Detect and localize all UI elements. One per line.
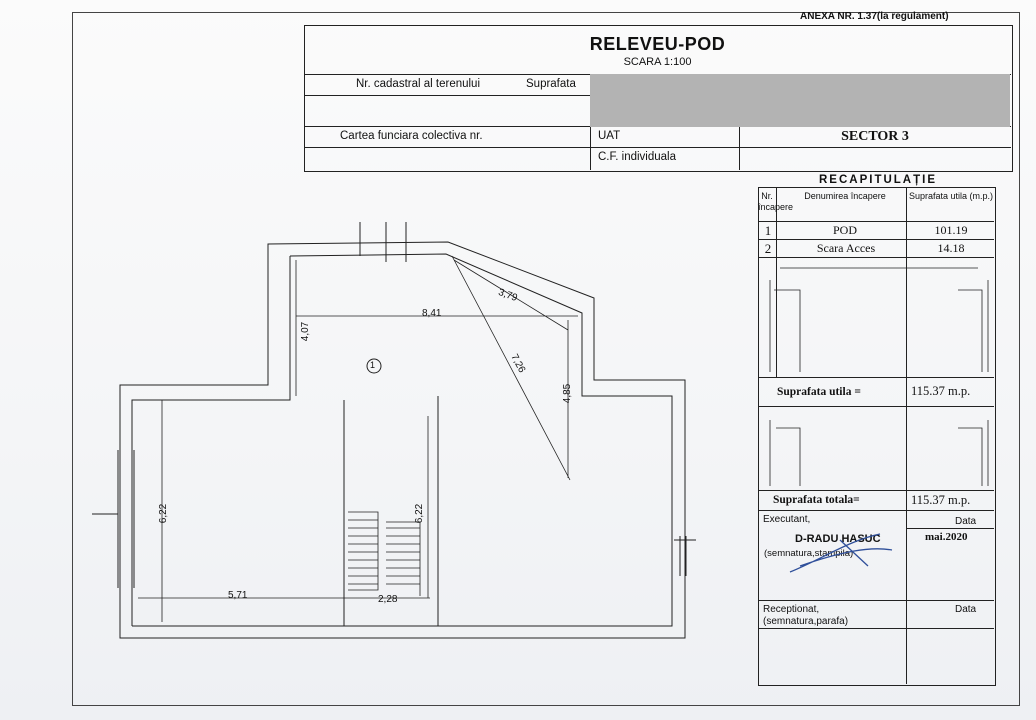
recap-table	[758, 187, 996, 686]
stairs	[348, 511, 421, 596]
receptionat-date-label: Data	[955, 604, 977, 615]
dim-label: 5,71	[228, 590, 248, 601]
recap-row-nr: 1	[764, 223, 772, 238]
executant-sign-sub: (semnatura,stampila)	[764, 548, 854, 559]
uat-label: UAT	[598, 130, 621, 142]
recap-row-line	[758, 628, 994, 629]
outer-wall	[119, 241, 686, 639]
recap-row-nr: 2	[764, 241, 772, 256]
recap-row-line	[758, 510, 994, 511]
total-area-value: 115.37 m.p.	[911, 493, 971, 507]
scale-label: SCARA 1:100	[623, 56, 692, 68]
recap-row-line	[758, 490, 994, 491]
carte-funciara-label: Cartea funciara colectiva nr.	[340, 130, 483, 142]
total-area-label: Suprafata totala=	[773, 494, 860, 506]
room-marker-circle	[366, 358, 382, 374]
recap-row-line	[758, 406, 994, 407]
executant-label: Executant,	[763, 514, 811, 525]
recap-row-line	[758, 239, 994, 240]
title-block	[304, 25, 1013, 172]
suprafata-label: Suprafata	[526, 78, 576, 90]
recap-col-line	[776, 187, 777, 377]
util-area-label: Suprafata utila =	[777, 386, 861, 398]
tb-divider	[304, 147, 1011, 148]
signature-scribble	[789, 533, 893, 573]
executant-date-label: Data	[955, 516, 977, 527]
window	[674, 536, 696, 576]
recap-row-name: POD	[832, 223, 857, 237]
dim-label: 2,28	[378, 594, 398, 605]
dim-line	[138, 255, 578, 622]
sector-value: SECTOR 3	[841, 129, 909, 144]
recap-row-line	[758, 221, 994, 222]
annex-label: ANEXA NR. 1.37(la regulament)	[800, 11, 949, 22]
recap-row-line	[758, 600, 994, 601]
tb-divider	[739, 126, 740, 170]
room-number: 1	[370, 360, 376, 370]
dim-label: 6,22	[414, 503, 426, 524]
recap-row-line	[906, 528, 994, 529]
util-area-value: 115.37 m.p.	[911, 384, 971, 398]
executant-name: D-RADU HASUC	[795, 533, 881, 545]
tb-divider	[590, 126, 591, 170]
roof-opening	[359, 222, 407, 262]
stair-wall	[343, 400, 439, 627]
recap-header-name: Denumirea încapere	[804, 191, 886, 201]
recap-row-line	[758, 257, 994, 258]
recap-row-line	[758, 377, 994, 378]
dim-label: 4,85	[562, 383, 574, 404]
dim-label: 4,07	[300, 321, 312, 342]
nr-cadastral-label: Nr. cadastral al terenului	[356, 78, 481, 90]
window	[92, 450, 135, 588]
executant-date: mai.2020	[925, 531, 968, 543]
recap-header-area: Suprafata utila (m.p.)	[908, 191, 994, 201]
cf-individuala-label: C.F. individuala	[598, 151, 676, 163]
page-frame	[72, 12, 1020, 706]
recap-row-name: Scara Acces	[816, 241, 876, 255]
recap-row-area: 101.19	[934, 223, 968, 237]
dim-label: 6,22	[158, 503, 170, 524]
recap-title: RECAPITULAȚIE	[819, 174, 937, 186]
receptionat-label: Receptionat,	[763, 604, 820, 615]
inner-wall	[131, 253, 673, 627]
dim-label: 8,41	[422, 308, 442, 319]
tb-divider	[304, 95, 590, 96]
document-title: RELEVEU-POD	[589, 34, 726, 54]
redacted-area	[590, 74, 1010, 127]
receptionat-sub: (semnatura,parafa)	[763, 616, 849, 627]
recap-col-line	[906, 187, 907, 684]
recap-header-nr: Nr. încapere	[758, 191, 794, 212]
recap-blank-rows	[769, 267, 989, 486]
recap-row-area: 14.18	[937, 241, 965, 255]
